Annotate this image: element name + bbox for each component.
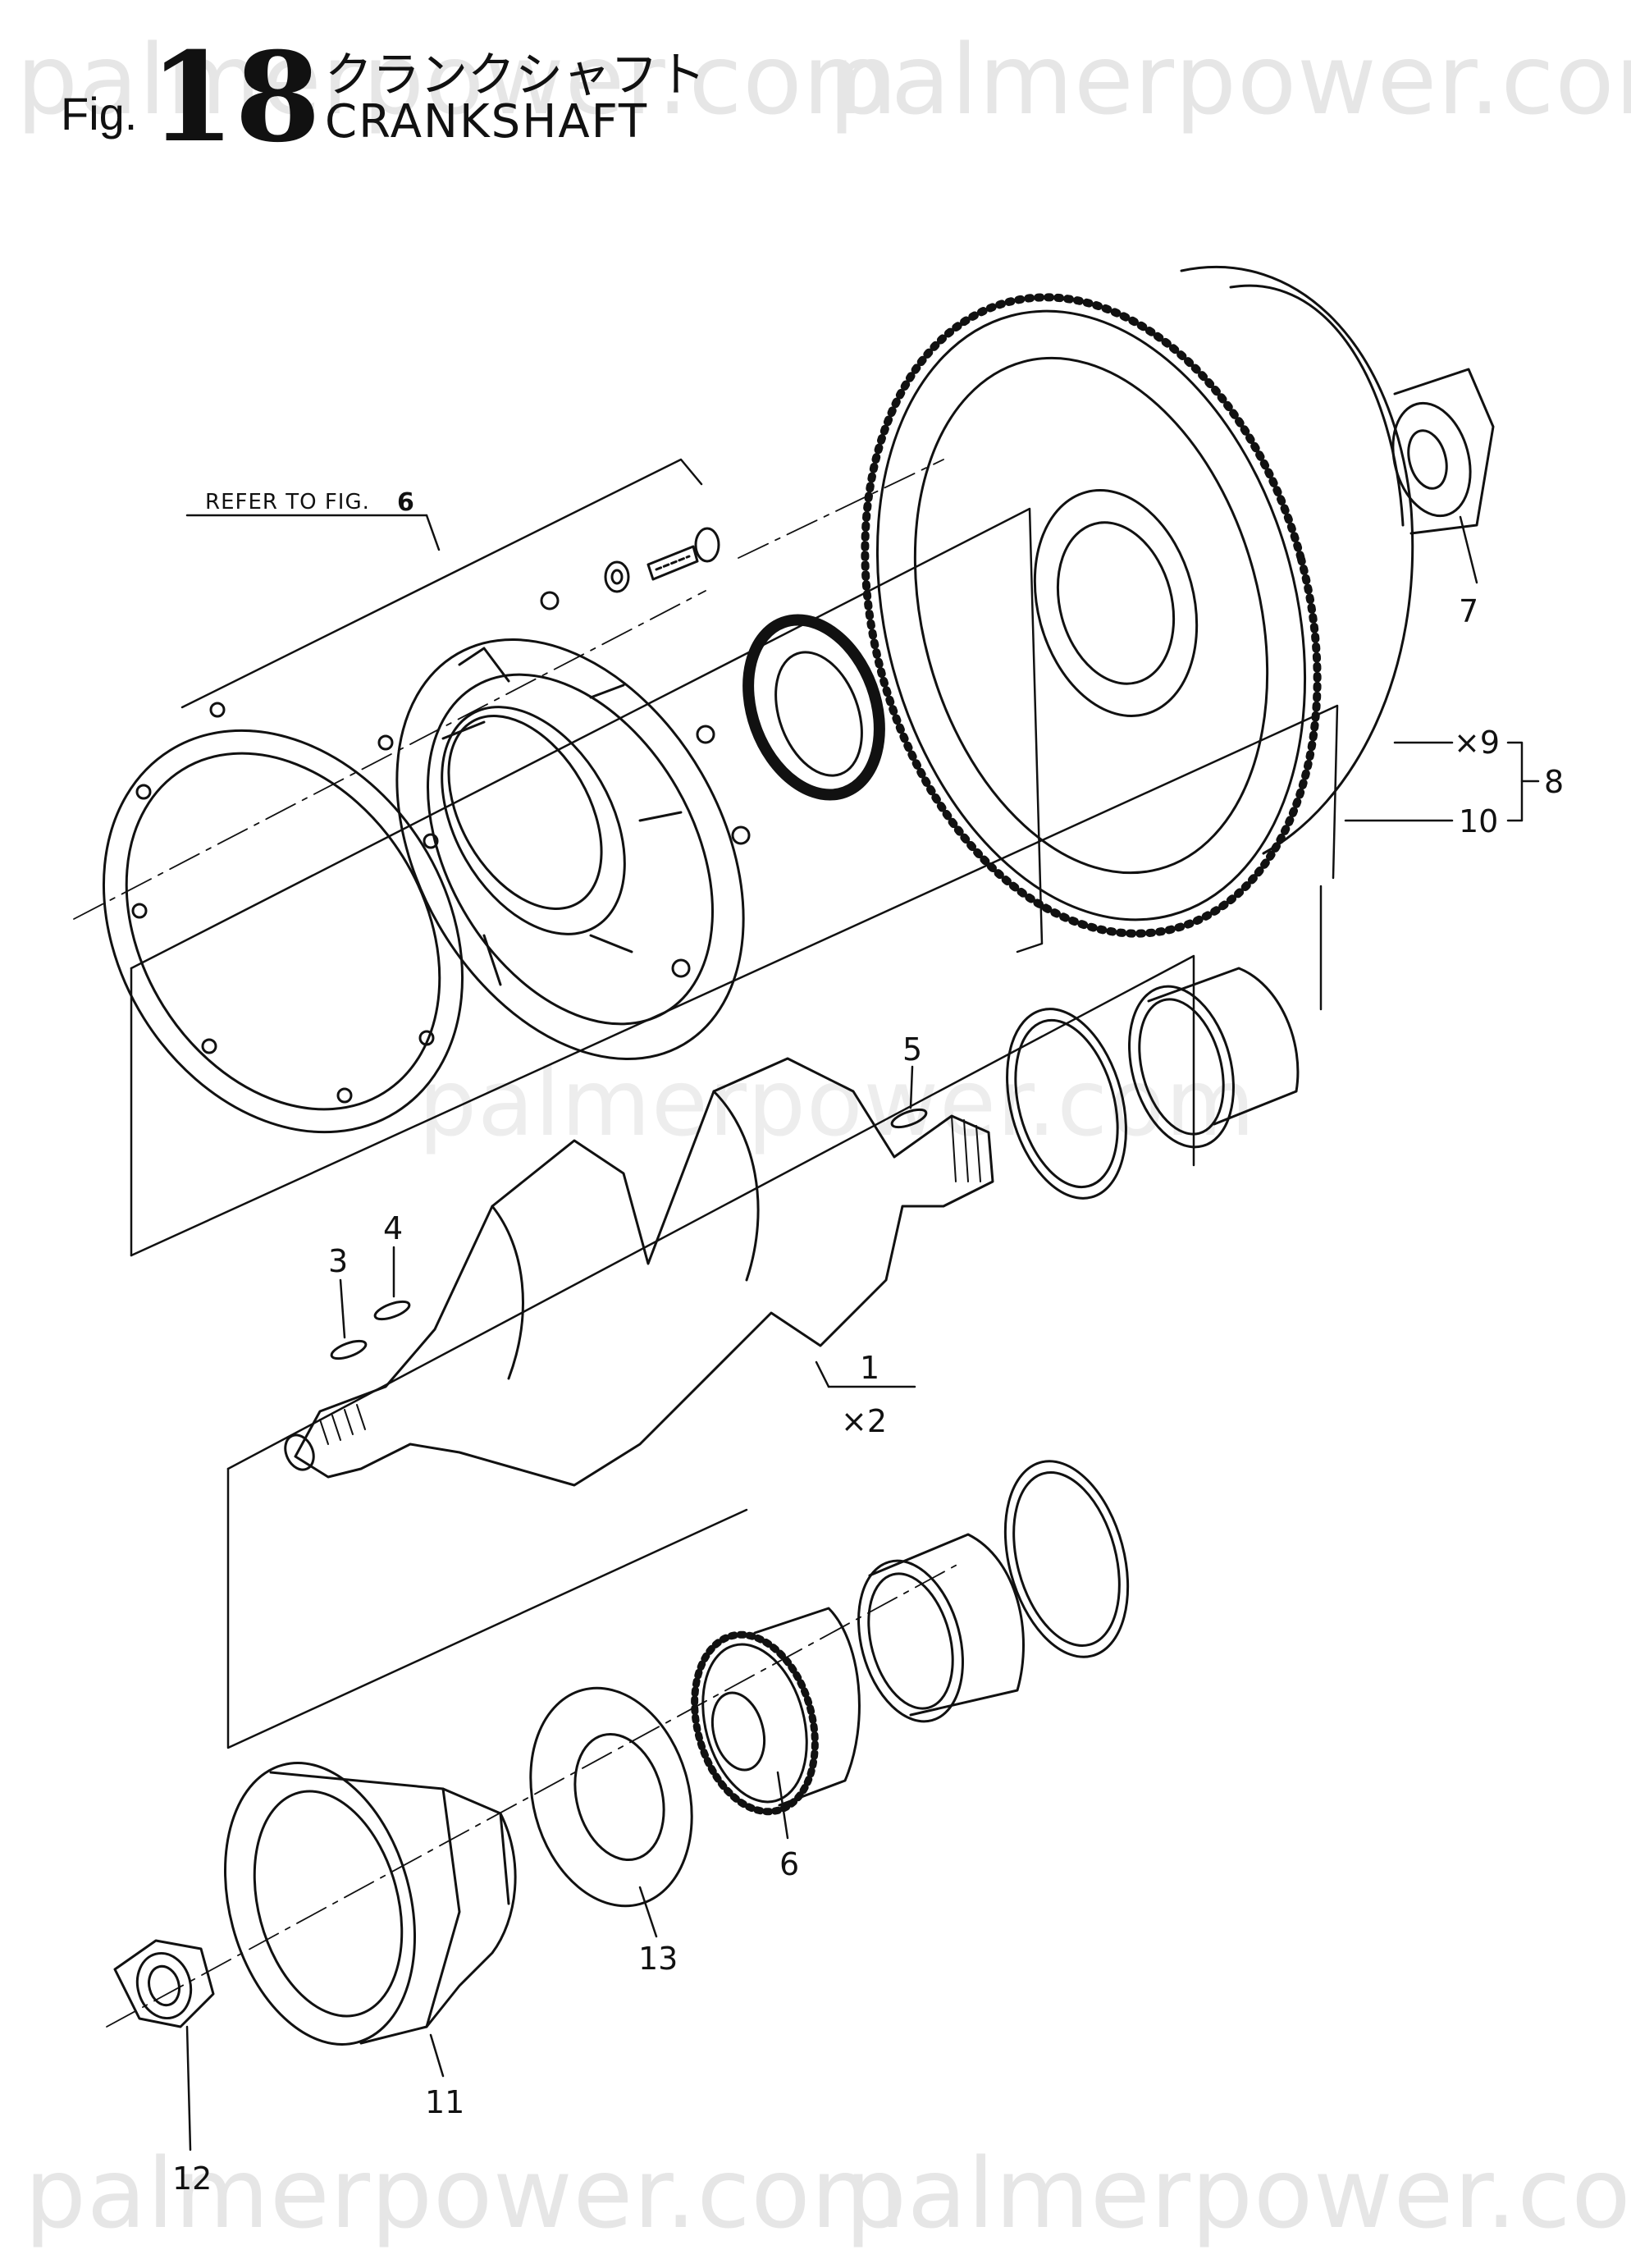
callout-1: 1 <box>860 1350 879 1386</box>
centerline-lower <box>106 1562 961 2028</box>
watermark-top-left: palmerpower.com <box>16 23 898 136</box>
callout-7: 7 <box>1459 593 1478 629</box>
centerline-flywheel <box>738 459 944 559</box>
bearing-housing <box>395 591 751 1060</box>
callout-1-qty: ×2 <box>841 1403 887 1439</box>
callout-10: 10 <box>1459 803 1498 839</box>
thrust-washer <box>529 1686 693 1908</box>
key-5 <box>890 1108 928 1129</box>
callout-13: 13 <box>638 1941 678 1977</box>
refer-text: REFER TO FIG. <box>205 490 370 514</box>
bolt-and-washer <box>604 527 720 593</box>
key-3 <box>330 1339 368 1360</box>
callout-4: 4 <box>383 1210 403 1246</box>
watermark-bottom-right: palmerpower.com <box>845 2137 1631 2250</box>
leader-lines <box>185 515 1540 2151</box>
flywheel <box>861 266 1414 938</box>
crankshaft <box>284 1057 994 1487</box>
callout-3: 3 <box>328 1243 348 1279</box>
crank-pulley <box>223 1762 517 2046</box>
group-frames <box>130 458 1339 1749</box>
watermark-top-right: palmerpower.com <box>829 23 1631 136</box>
callout-5: 5 <box>902 1031 922 1068</box>
fig-prefix: Fig. <box>61 88 138 139</box>
watermark-bottom-left: palmerpower.com <box>25 2137 907 2250</box>
refer-label: REFER TO FIG. 6 <box>185 488 441 551</box>
refer-fig: 6 <box>397 488 414 517</box>
flywheel-nut <box>1391 368 1495 535</box>
title-english: CRANKSHAFT <box>325 95 649 149</box>
pulley-nut <box>113 1939 215 2028</box>
callout-9: ×9 <box>1454 725 1500 761</box>
callout-12: 12 <box>172 2161 212 2197</box>
gasket <box>102 702 464 1134</box>
fig-number: 18 <box>149 25 321 170</box>
callout-8: 8 <box>1544 764 1564 800</box>
oil-seal <box>742 614 885 801</box>
callout-6: 6 <box>779 1846 799 1882</box>
title-japanese: クランクシャフト <box>325 47 706 103</box>
key-4 <box>373 1300 411 1321</box>
centerline-upper <box>73 590 706 920</box>
callout-11: 11 <box>425 2084 464 2120</box>
rear-bearing <box>1006 967 1300 1200</box>
front-bearing <box>857 1460 1130 1723</box>
crank-gear <box>691 1607 861 1816</box>
